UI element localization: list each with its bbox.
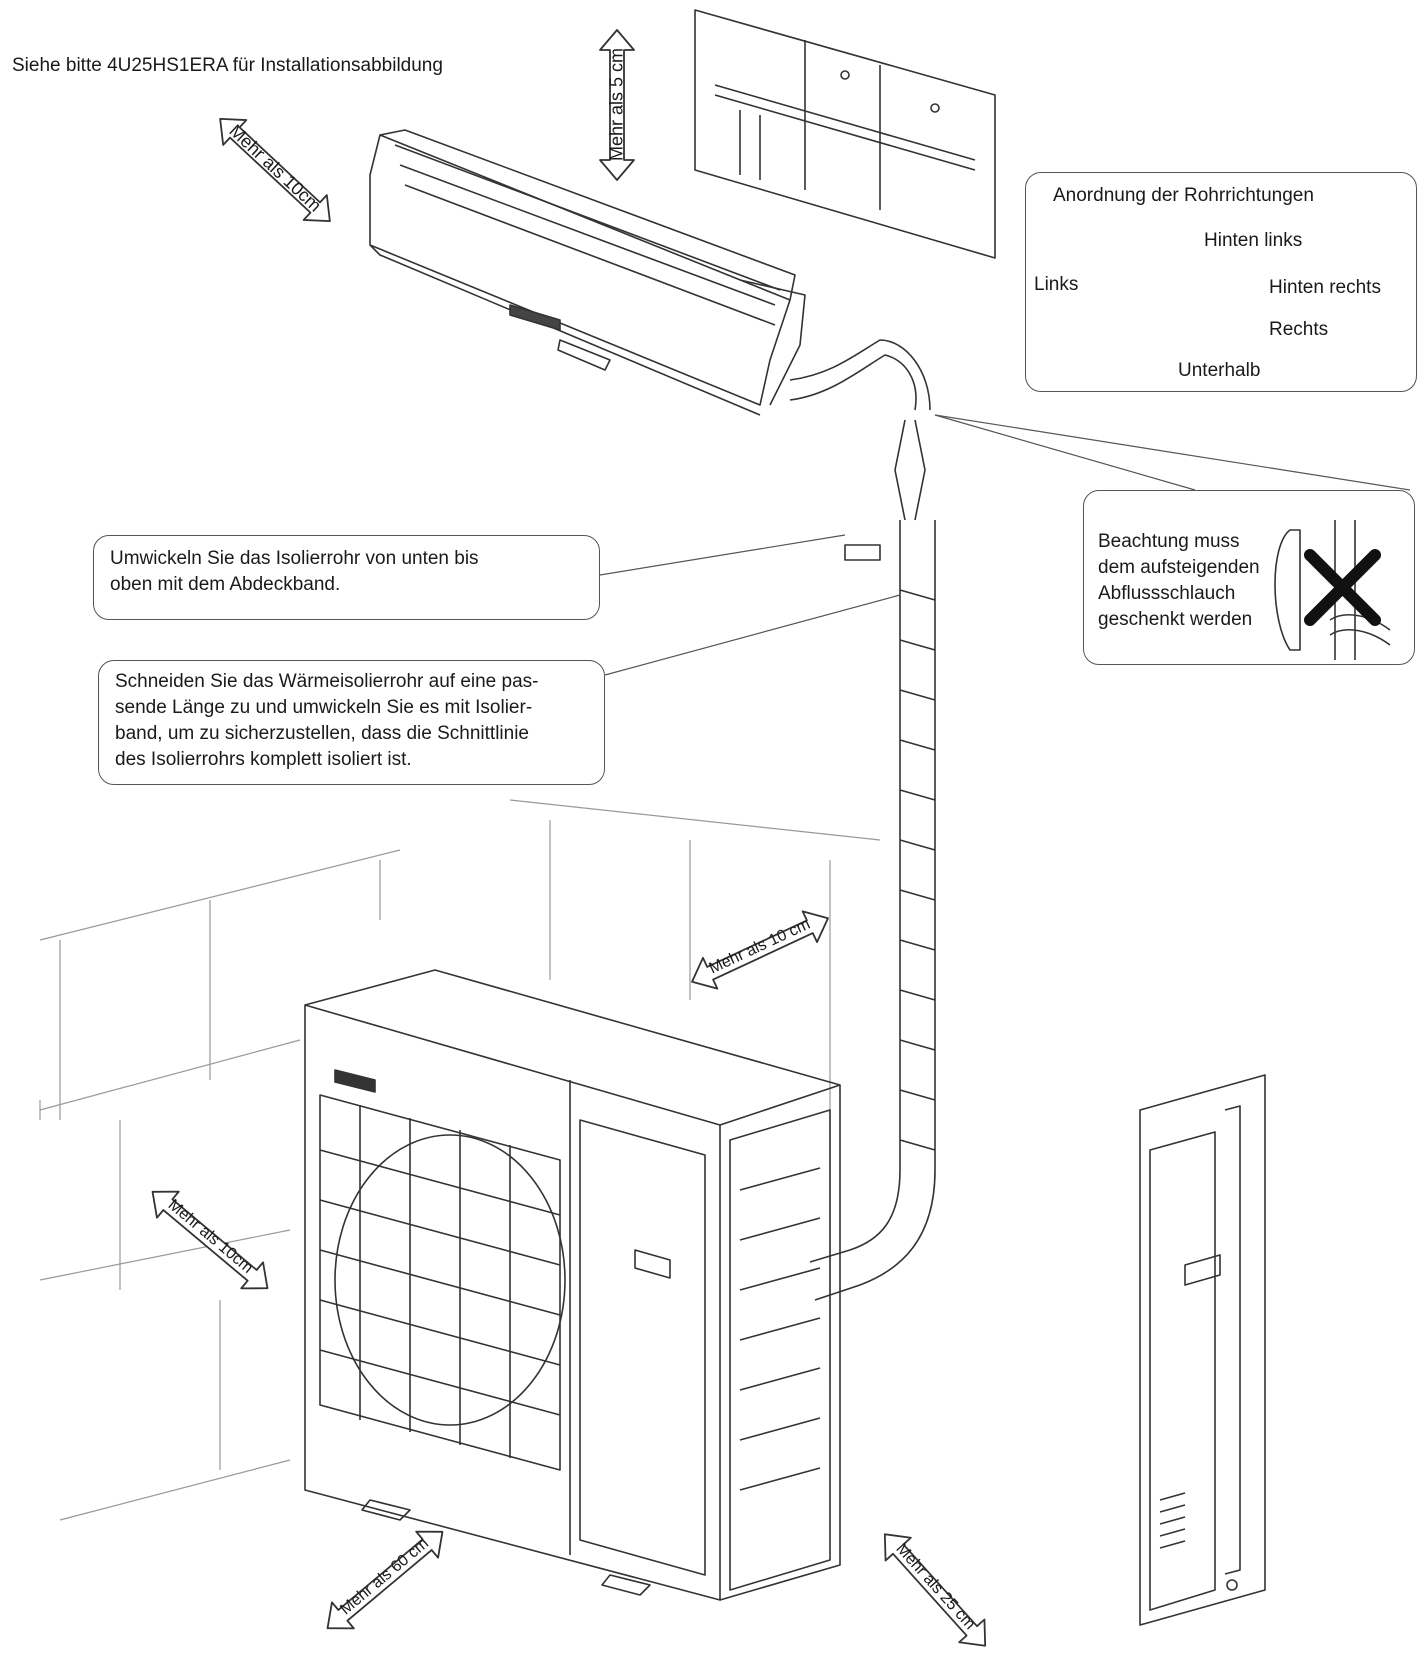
drain-warning-line: dem aufsteigenden [1098, 557, 1260, 578]
refrigerant-pipe [789, 339, 936, 1301]
drain-warning-line: Beachtung muss [1098, 531, 1240, 552]
callout-drain-warning: Beachtung muss dem aufsteigenden Abfluss… [1083, 490, 1415, 665]
drain-warning-line: geschenkt werden [1098, 609, 1253, 630]
indoor-unit [369, 129, 806, 416]
clearance-arrows [151, 29, 987, 1647]
callout-wrap-tape-line: Umwickeln Sie das Isolierrohr von unten … [110, 548, 479, 569]
pipe-direction-back-left: Hinten links [1204, 230, 1303, 251]
outdoor-unit [304, 969, 841, 1601]
cross-icon [1304, 549, 1381, 626]
clearance-label-indoor-top: Mehr als 5 cm [606, 47, 627, 162]
pipe-direction-below: Unterhalb [1178, 360, 1261, 381]
drain-hose-drawing [1274, 520, 1391, 660]
callout-cut-pipe-line: des Isolierrohrs komplett isoliert ist. [115, 749, 412, 770]
callout-cut-pipe-line: band, um zu sicherzustellen, dass die Sc… [115, 723, 530, 744]
drain-warning-line: Abflussschlauch [1098, 583, 1236, 604]
mounting-plate [694, 9, 996, 259]
pipe-direction-title: Anordnung der Rohrrichtungen [1053, 185, 1314, 206]
pipe-direction-back-right: Hinten rechts [1269, 277, 1381, 298]
pipe-direction-left: Links [1034, 274, 1079, 295]
callout-leaders [599, 414, 1411, 676]
callout-cut-pipe-line: sende Länge zu und umwickeln Sie es mit … [115, 697, 533, 718]
callout-cut-pipe: Schneiden Sie das Wärmeisolierrohr auf e… [98, 660, 605, 785]
callout-cut-pipe-line: Schneiden Sie das Wärmeisolierrohr auf e… [115, 671, 539, 692]
installation-note: Siehe bitte 4U25HS1ERA für Installations… [12, 55, 443, 76]
pipe-direction-right: Rechts [1269, 319, 1329, 340]
side-panel [1139, 1074, 1266, 1626]
pipe-direction-box: Anordnung der Rohrrichtungen Hinten link… [1025, 172, 1417, 392]
callout-wrap-tape: Umwickeln Sie das Isolierrohr von unten … [93, 535, 600, 620]
callout-wrap-tape-line: oben mit dem Abdeckband. [110, 574, 341, 595]
